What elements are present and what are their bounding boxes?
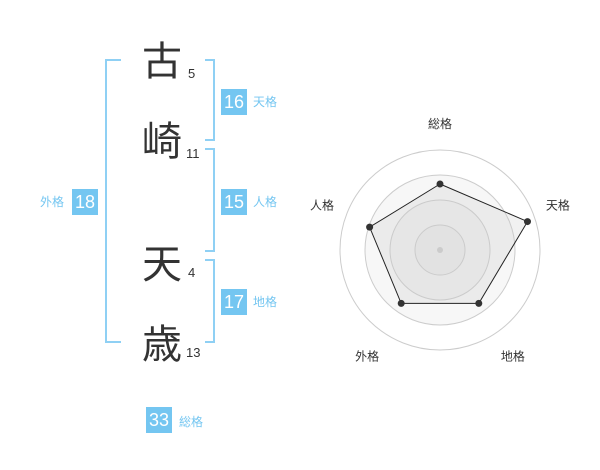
radar-axis-label-5: 人格: [310, 198, 334, 213]
radar-point-1: [436, 180, 444, 188]
radar-axis-label-3: 地格: [501, 348, 525, 363]
given-char-2-strokes: 13: [186, 345, 201, 360]
tenkaku-value: 16: [221, 89, 247, 115]
given-char-2: 歳: [142, 322, 182, 368]
radar-point-4: [397, 299, 405, 307]
surname-char-2: 崎: [142, 119, 182, 165]
radar-point-3: [475, 299, 483, 307]
surname-char-1-strokes: 5: [188, 66, 196, 81]
jinkaku-bracket: [205, 148, 215, 252]
radar-point-2: [523, 218, 531, 226]
gaikaku-label: 外格: [40, 195, 65, 209]
radar-center: [437, 247, 443, 253]
radar-axis-label-2: 天格: [546, 198, 570, 213]
gaikaku-value: 18: [72, 189, 98, 215]
surname-char-2-strokes: 11: [186, 146, 200, 161]
chikaku-value: 17: [221, 289, 247, 315]
radar-axis-label-4: 外格: [355, 348, 379, 363]
gaikaku-bracket: [105, 59, 121, 343]
jinkaku-label: 人格: [253, 195, 278, 209]
given-char-1: 天: [142, 242, 182, 288]
radar-series-polygon: [368, 183, 529, 304]
surname-char-1: 古: [142, 39, 182, 85]
chikaku-bracket: [205, 259, 215, 343]
given-char-1-strokes: 4: [188, 265, 196, 280]
soukaku-value: 33: [146, 407, 172, 433]
chikaku-label: 地格: [253, 295, 278, 309]
radar-point-5: [366, 223, 374, 231]
tenkaku-bracket: [205, 59, 215, 141]
tenkaku-label: 天格: [253, 95, 278, 109]
soukaku-label: 総格: [179, 415, 204, 429]
radar-axis-label-1: 総格: [428, 116, 452, 131]
jinkaku-value: 15: [221, 189, 247, 215]
